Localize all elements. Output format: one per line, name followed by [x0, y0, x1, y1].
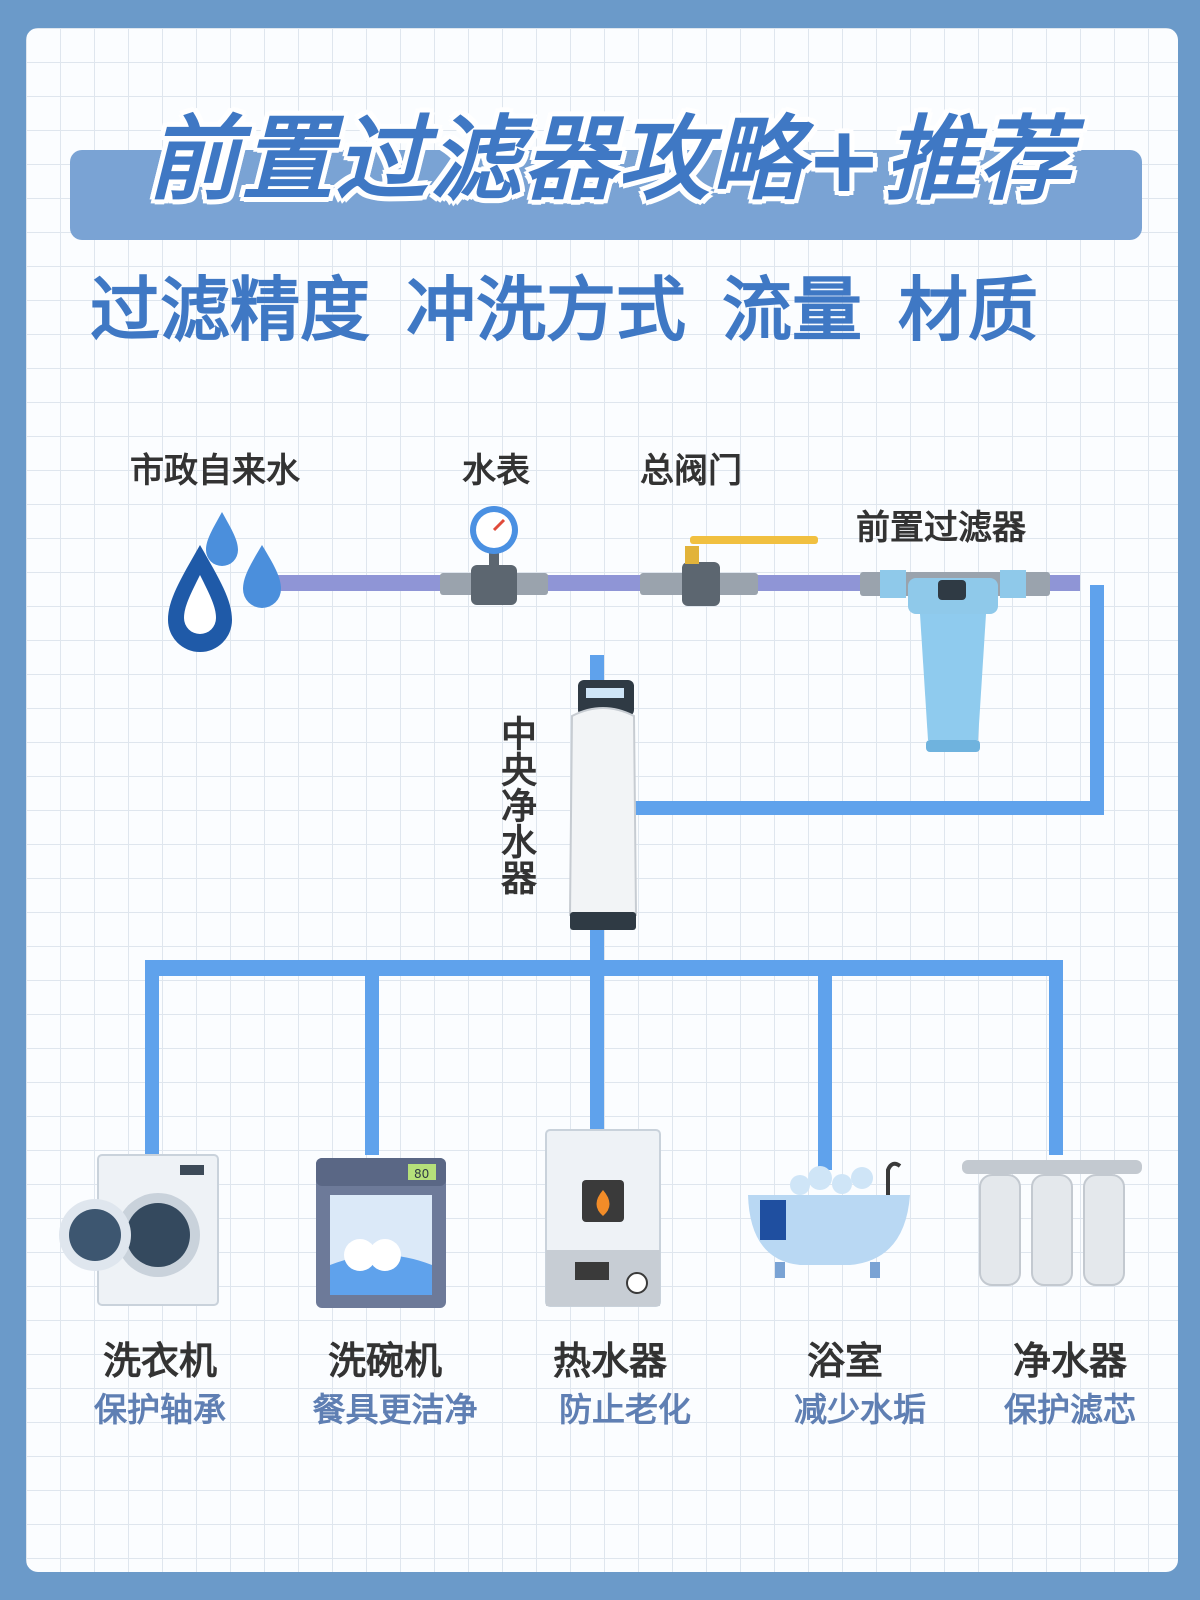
title-band	[70, 150, 1142, 240]
label-main-valve: 总阀门	[640, 451, 742, 491]
label-pre-filter: 前置过滤器	[856, 508, 1026, 548]
branch-pipe-5	[1049, 960, 1063, 1155]
subtitle-item-flow: 流量	[722, 269, 862, 351]
appliance-benefit-5: 保护滤芯	[1004, 1390, 1136, 1429]
page-title: 前置过滤器攻略+推荐	[147, 106, 1073, 213]
water-meter-icon	[440, 506, 548, 605]
appliance-benefit-2: 餐具更洁净	[312, 1390, 478, 1429]
washing-machine-icon	[59, 1154, 219, 1306]
appliance-benefit-4: 减少水垢	[794, 1390, 926, 1429]
branch-pipe-4	[818, 960, 832, 1170]
subtitle-item-material: 材质	[898, 269, 1038, 351]
appliance-name-5: 净水器	[1012, 1339, 1127, 1383]
appliance-name-3: 热水器	[552, 1339, 667, 1383]
bathtub-icon	[748, 1161, 910, 1278]
branch-pipe-1	[145, 960, 159, 1160]
appliance-benefit-3: 防止老化	[559, 1390, 691, 1429]
central-purifier-icon	[568, 680, 638, 930]
pre-filter-icon	[860, 570, 1050, 752]
label-central-purifier: 中央净水器	[495, 715, 536, 895]
dishwasher-display: 80	[414, 1167, 429, 1181]
return-pipe-vertical	[1090, 585, 1104, 815]
return-pipe-horizontal	[625, 801, 1104, 815]
branch-pipe-3	[590, 960, 604, 1130]
label-source: 市政自来水	[130, 451, 300, 491]
label-meter: 水表	[462, 451, 530, 491]
subtitle-item-precision: 过滤精度	[90, 269, 370, 351]
appliance-name-2: 洗碗机	[327, 1339, 442, 1383]
distribution-trunk	[590, 925, 604, 965]
water-purifier-icon	[962, 1160, 1142, 1286]
water-drops-icon	[168, 512, 281, 652]
main-valve-icon	[640, 536, 818, 606]
branch-pipe-2	[365, 960, 379, 1155]
subtitle-row: 过滤精度 冲洗方式 流量 材质	[90, 265, 1150, 355]
appliance-name-4: 浴室	[806, 1339, 883, 1383]
water-heater-icon	[545, 1129, 661, 1307]
appliance-name-1: 洗衣机	[102, 1339, 217, 1383]
subtitle-item-flush: 冲洗方式	[406, 269, 686, 351]
appliance-benefit-1: 保护轴承	[94, 1390, 226, 1429]
dishwasher-icon	[316, 1158, 446, 1308]
